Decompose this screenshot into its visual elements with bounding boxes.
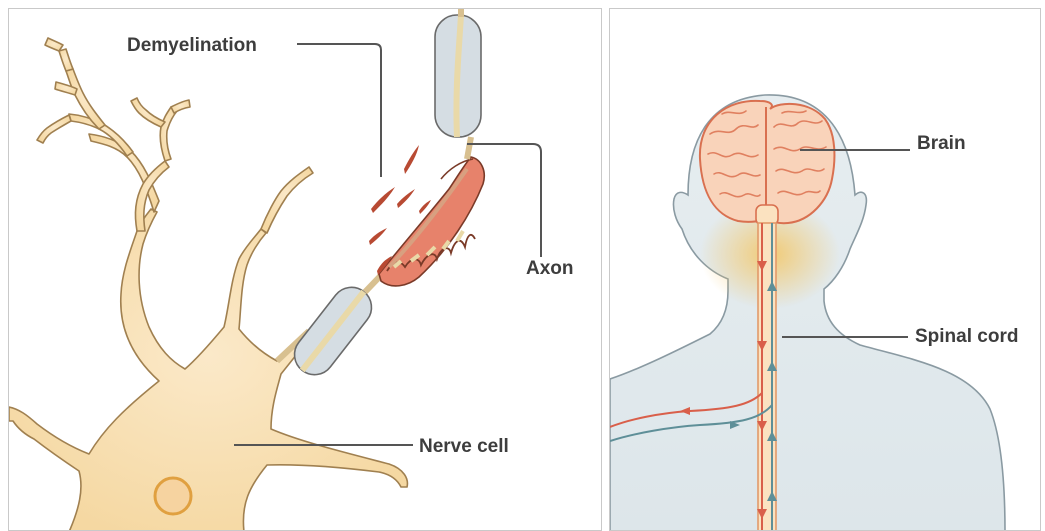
spinal-cord-label: Spinal cord	[915, 327, 1018, 346]
brain-spine-illustration	[610, 9, 1041, 531]
brain-label: Brain	[917, 134, 966, 153]
axon-segment-upper	[467, 137, 471, 159]
nerve-cell-panel: Demyelination Axon Nerve cell	[8, 8, 602, 531]
myelin-sheath-lower	[286, 279, 379, 382]
spinal-cord	[757, 223, 777, 531]
brain	[700, 101, 835, 225]
brain-spine-panel: Brain Spinal cord	[609, 8, 1041, 531]
nerve-cell-label: Nerve cell	[419, 437, 509, 456]
nerve-cell	[9, 38, 407, 531]
demyelination-leader	[297, 44, 381, 177]
nerve-cell-illustration	[9, 9, 602, 531]
myelin-sheath-upper	[435, 9, 481, 137]
nucleus	[155, 478, 191, 514]
damaged-myelin-sheath	[379, 157, 484, 286]
demyelination-label: Demyelination	[127, 36, 257, 55]
axon-label: Axon	[526, 259, 574, 278]
